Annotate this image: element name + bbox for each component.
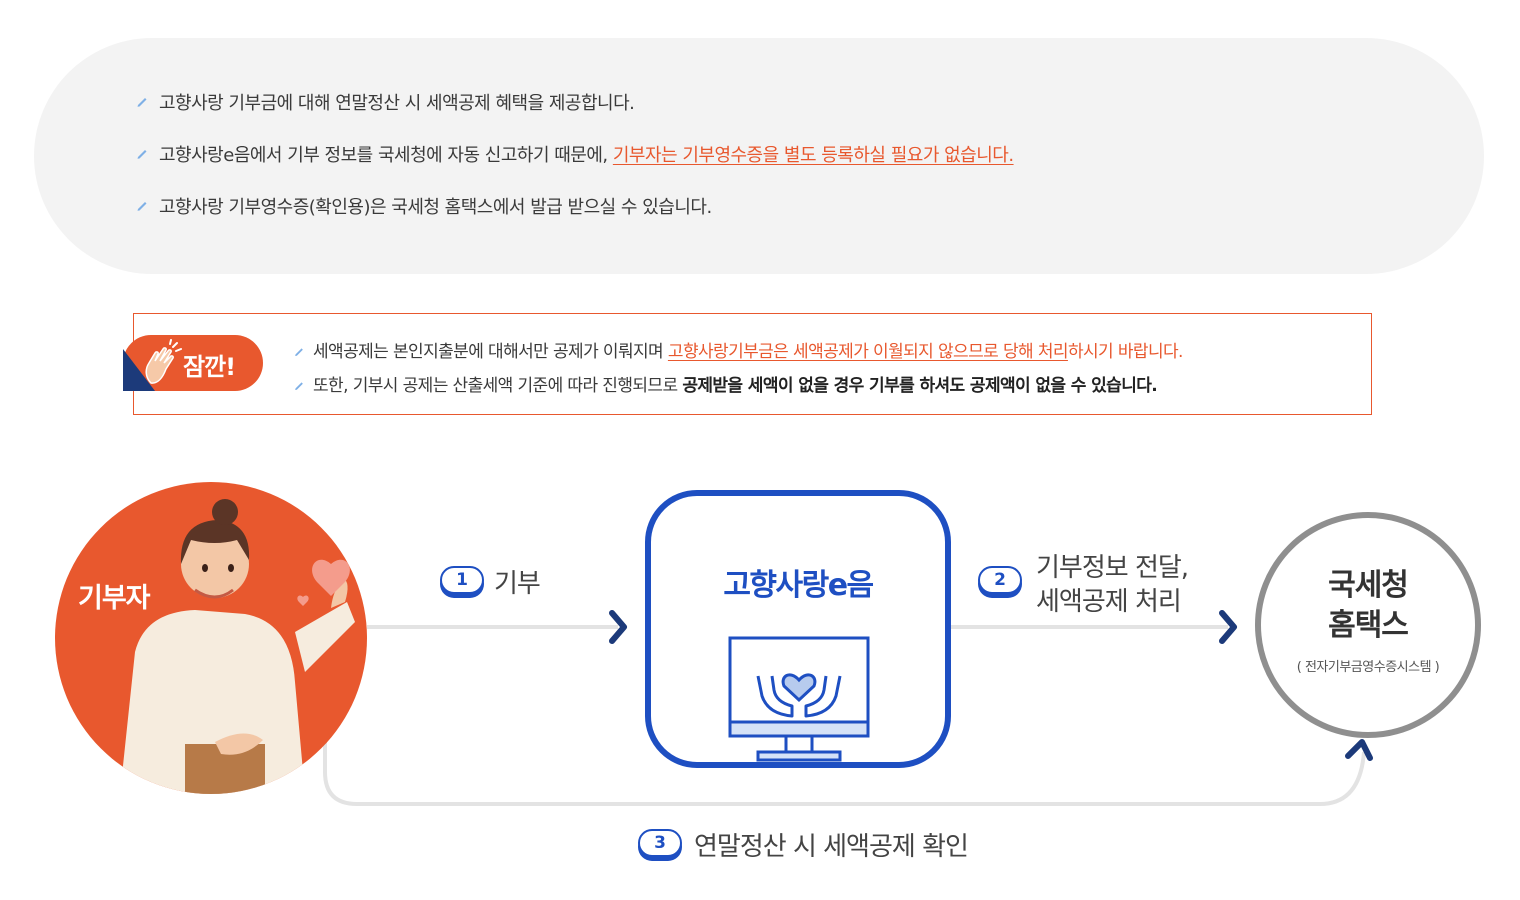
caution-text: 또한, 기부시 공제는 산출세액 기준에 따라 진행되므로 — [313, 376, 683, 396]
donor-illustration — [120, 499, 367, 794]
step-3-label: 연말정산 시 세액공제 확인 — [694, 832, 969, 862]
info-highlight: 기부자는 기부영수증을 별도 등록하실 필요가 없습니다. — [612, 145, 1014, 166]
info-box — [34, 38, 1484, 274]
pencil-bullet-icon — [295, 382, 303, 390]
wait-badge-label: 잠깐! — [183, 353, 236, 381]
step-2-label-line1: 기부정보 전달, — [1036, 553, 1189, 583]
nts-title-line1: 국세청 — [1328, 568, 1409, 603]
caution-item: 또한, 기부시 공제는 산출세액 기준에 따라 진행되므로 공제받을 세액이 없… — [293, 371, 1183, 405]
pencil-bullet-icon — [295, 348, 303, 356]
caution-text-post: 하시기 바랍니다. — [1067, 342, 1183, 362]
flow-line-3 — [323, 740, 1366, 806]
info-text: 고향사랑e음에서 기부 정보를 국세청에 자동 신고하기 때문에, — [159, 145, 613, 166]
info-text: 고향사랑 기부금에 대해 연말정산 시 세액공제 혜택을 제공합니다. — [159, 93, 635, 114]
caution-list: 세액공제는 본인지출분에 대해서만 공제가 이뤄지며 고향사랑기부금은 세액공제… — [293, 337, 1183, 405]
info-text: 고향사랑 기부영수증(확인용)은 국세청 홈택스에서 발급 받으실 수 있습니다… — [159, 197, 712, 218]
nts-title: 국세청 홈택스 — [1255, 566, 1481, 646]
info-item: 고향사랑 기부금에 대해 연말정산 시 세액공제 혜택을 제공합니다. — [135, 90, 1014, 142]
donor-circle — [55, 482, 367, 794]
info-list: 고향사랑 기부금에 대해 연말정산 시 세액공제 혜택을 제공합니다. 고향사랑… — [135, 90, 1014, 246]
platform-title: 고향사랑e음 — [723, 568, 874, 603]
caution-item: 세액공제는 본인지출분에 대해서만 공제가 이뤄지며 고향사랑기부금은 세액공제… — [293, 337, 1183, 371]
info-item: 고향사랑 기부영수증(확인용)은 국세청 홈택스에서 발급 받으실 수 있습니다… — [135, 194, 1014, 246]
arrow-right-icon — [1219, 610, 1237, 644]
caution-strong: 공제받을 세액이 없을 경우 기부를 하셔도 공제액이 없을 수 있습니다. — [682, 376, 1158, 396]
caution-text: 세액공제는 본인지출분에 대해서만 공제가 이뤄지며 — [313, 342, 668, 362]
nts-circle — [1255, 512, 1481, 738]
nts-subtitle: ( 전자기부금영수증시스템 ) — [1296, 660, 1440, 675]
step-1-label: 기부 — [494, 569, 541, 599]
step-2-badge: 2 — [978, 566, 1022, 594]
arrow-right-icon — [609, 610, 627, 644]
pencil-bullet-icon — [137, 150, 147, 159]
donor-label: 기부자 — [78, 583, 151, 614]
caution-box — [133, 313, 1372, 415]
nts-title-line2: 홈택스 — [1328, 608, 1409, 643]
info-item: 고향사랑e음에서 기부 정보를 국세청에 자동 신고하기 때문에, 기부자는 기… — [135, 142, 1014, 194]
wait-badge: 잠깐! — [123, 335, 263, 391]
pencil-bullet-icon — [137, 202, 147, 211]
step-1-badge: 1 — [440, 566, 484, 594]
step-3-badge: 3 — [638, 829, 682, 857]
waving-hand-icon — [145, 339, 182, 384]
monitor-heart-icon — [728, 636, 870, 762]
arrow-up-icon — [1345, 739, 1373, 761]
step-2-label-line2: 세액공제 처리 — [1036, 587, 1182, 617]
caution-highlight: 고향사랑기부금은 세액공제가 이월되지 않으므로 당해 처리 — [667, 342, 1069, 362]
pencil-bullet-icon — [137, 98, 147, 107]
